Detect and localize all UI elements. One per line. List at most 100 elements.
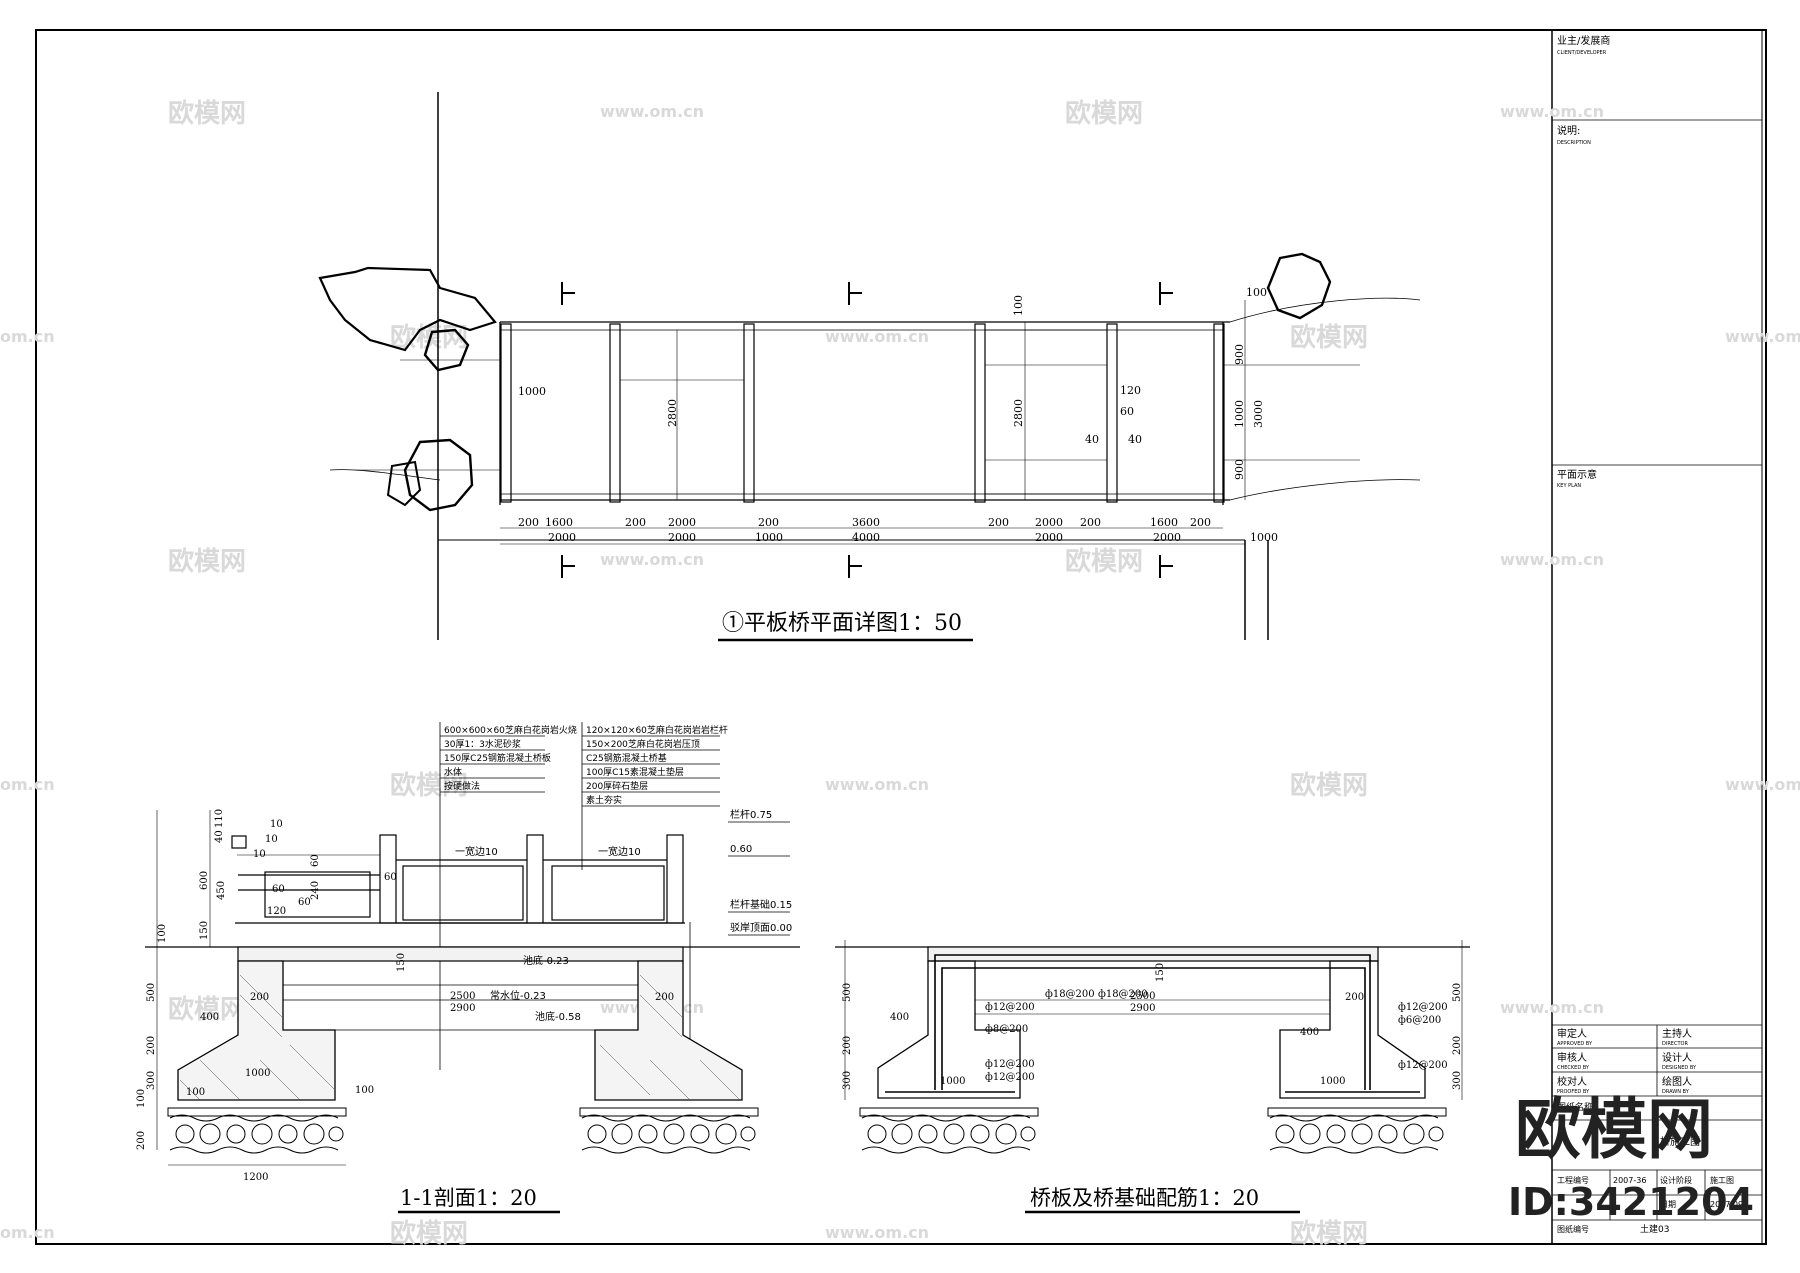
dim-label: 1000 [755,531,783,544]
svg-text:DESIGNED BY: DESIGNED BY [1662,1065,1697,1071]
watermark: 欧模网 [390,770,468,801]
rebar-title: 桥板及桥基础配筋1：20 [1030,1186,1259,1210]
dim-label: 60 [310,854,321,867]
dim-label: 200 [842,1036,853,1055]
watermark: 欧模网 [390,1218,468,1249]
level-label: 池底-0.58 [535,1010,581,1023]
dim-label: 40 [214,830,225,843]
dim-label: 60 [272,884,285,895]
dim-label: 150 [396,953,407,972]
tb-proof: 校对人 [1557,1075,1587,1088]
dim-label: 120 [267,906,286,917]
dim-label: 一宽边10 [455,845,498,858]
watermark: www.om.cn [1500,102,1604,121]
titleblock [1552,119,1762,1221]
dim-label: 40 [1085,433,1099,446]
brand-logo-text: 欧模网 [1515,1091,1713,1168]
tb-keyplan: 平面示意 [1557,468,1597,481]
dim-label: 1000 [518,385,546,398]
tb-drawer: 绘图人 [1662,1075,1692,1088]
plan-labels: 200 1600 200 2000 200 3600 200 2000 200 … [518,286,1278,636]
dim-label: 200 [1080,516,1101,529]
watermark: 欧模网 [168,98,246,129]
dim-label: 150 [199,921,210,940]
note: 600×600×60芝麻白花岗岩火烧 [444,724,577,736]
dim-label: 120 [1120,384,1141,397]
tb-date-val: 2007.09 [1710,1200,1743,1209]
section-labels: 600×600×60芝麻白花岗岩火烧 30厚1：3水泥砂浆 150厚C25钢筋混… [136,724,792,1210]
dim-label: 200 [988,516,1009,529]
dim-label: 4000 [852,531,880,544]
rebar-label: ф8@200 [985,1024,1028,1035]
dim-label: 60 [384,872,397,883]
watermark-layer: 欧模网 www.om.cn 欧模网 www.om.cn om.cn 欧模网 ww… [0,98,1800,1249]
note: 100厚C15素混凝土垫层 [586,766,684,778]
dim-label: 300 [1452,1071,1463,1090]
tb-director: 主持人 [1662,1027,1692,1040]
watermark: om.cn [0,327,55,346]
watermark: om.cn [0,1223,55,1242]
watermark: 欧模网 [168,994,246,1025]
dim-label: 200 [518,516,539,529]
note: 按硬做法 [444,780,480,792]
rebar-label: ф12@200 [985,1059,1035,1070]
tb-approved: 审定人 [1557,1027,1587,1040]
dim-label: 10 [270,819,283,830]
svg-text:APPROVED BY: APPROVED BY [1557,1041,1593,1047]
dim-label: 300 [146,1071,157,1090]
watermark: 欧模网 [168,546,246,577]
rebar-label: ф18@200 [1098,989,1148,1000]
dim-label: 400 [1300,1027,1319,1038]
watermark: www.om.cn [825,775,929,794]
dim-label: 450 [216,881,227,900]
dim-label: 100 [1012,295,1025,316]
brand-id: ID:3421204 [1508,1180,1754,1224]
dim-label: 3000 [1252,400,1265,428]
tb-keyplan-en: KEY PLAN [1557,483,1581,489]
tb-sheetname: 桥施工图 [1660,1135,1700,1148]
tb-stage: 设计阶段 [1660,1175,1692,1185]
dim-label: 60 [298,897,311,908]
dim-label: 2500 [1130,991,1155,1002]
dim-label: 1000 [940,1076,965,1087]
note: 30厚1：3水泥砂浆 [444,738,521,750]
dim-label: 3600 [852,516,880,529]
tb-notes: 说明: [1557,124,1580,137]
dim-label: 1600 [545,516,573,529]
rebar-label: ф6@200 [1398,1015,1441,1026]
tb-date-label: 日期 [1660,1200,1676,1209]
note: 150厚C25钢筋混凝土桥板 [444,752,551,764]
dim-label: 40 [1128,433,1142,446]
dim-label: 200 [250,992,269,1003]
dim-label: 200 [655,992,674,1003]
dim-label: 300 [842,1071,853,1090]
dim-label: 2000 [1035,531,1063,544]
section-view [145,722,800,1214]
rebar-label: ф12@200 [1398,1060,1448,1071]
rebar-label: ф12@200 [985,1072,1035,1083]
note: 水体 [444,766,462,778]
rebar-label: ф12@200 [985,1002,1035,1013]
dim-label: 100 [186,1087,205,1098]
tb-notes-en: DESCRIPTION [1557,140,1591,146]
section-title: 1-1剖面1：20 [400,1186,537,1210]
tb-project: 工程编号 [1557,1175,1589,1185]
watermark: om.cn [0,775,55,794]
note: 150×200芝麻白花岗岩压顶 [586,738,700,750]
note: 120×120×60芝麻白花岗岩岩栏杆 [586,724,728,736]
dim-label: 200 [1190,516,1211,529]
dim-label: 10 [265,834,278,845]
plan-view [318,92,1421,642]
level-label: 池底-0.23 [523,954,569,967]
note: C25钢筋混凝土桥基 [586,752,667,764]
svg-text:DIRECTOR: DIRECTOR [1662,1041,1688,1047]
watermark: www.om.cn [1500,550,1604,569]
rebar-label: ф18@200 [1045,989,1095,1000]
watermark: 欧模网 [390,322,468,353]
rebar-labels: ф18@200 ф18@200 ф12@200 ф8@200 ф12@200 ф… [842,963,1463,1210]
watermark: 欧模网 [1065,546,1143,577]
watermark: www.om.cn [600,102,704,121]
dim-label: 110 [214,809,225,828]
dim-label: 200 [758,516,779,529]
dim-label: 1600 [1150,516,1178,529]
